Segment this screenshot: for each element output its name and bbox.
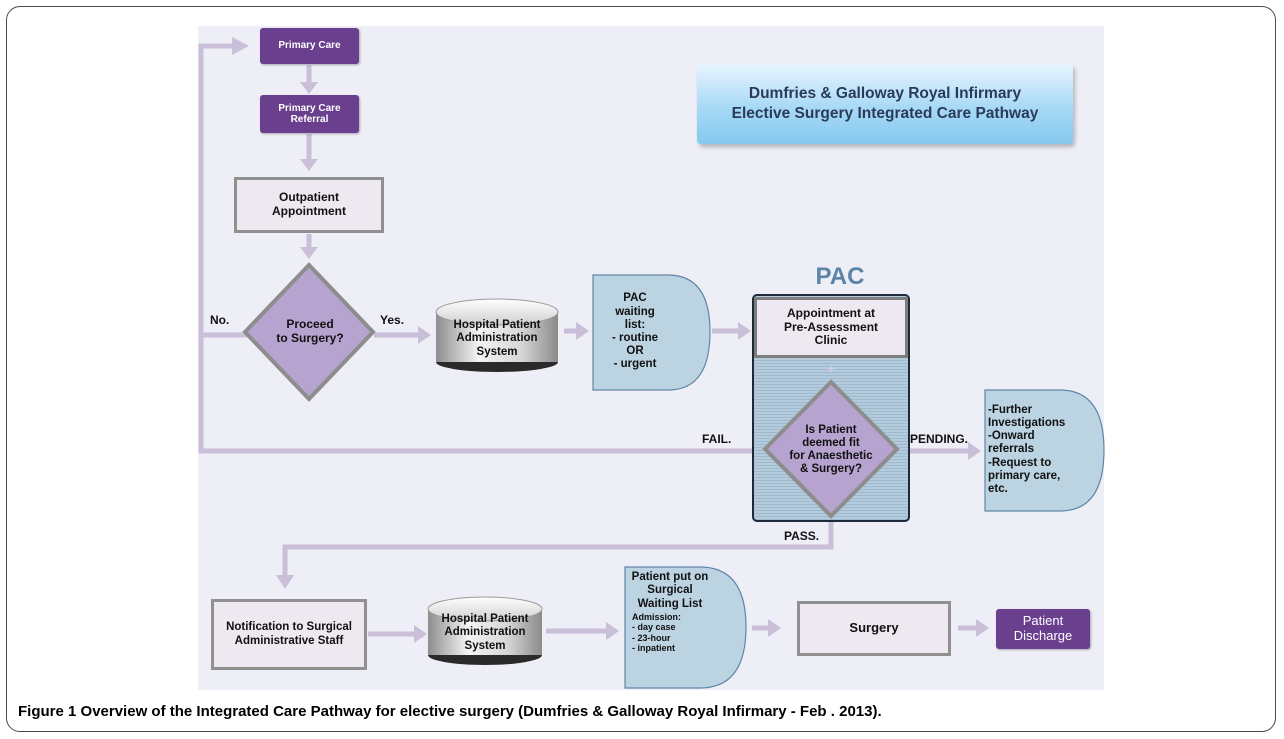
- pac-plus-icon: +: [826, 361, 835, 378]
- patient-discharge-box: Patient Discharge: [996, 609, 1090, 649]
- arrowhead-to-outpatient: [300, 159, 318, 171]
- further-investigations-shape: [984, 389, 1105, 512]
- arrowhead-to-notification: [276, 575, 294, 589]
- fit-diamond: [762, 379, 900, 519]
- pathway-title: Dumfries & Galloway Royal Infirmary Elec…: [697, 64, 1073, 144]
- arrowhead-to-decision: [300, 247, 318, 259]
- arrowhead-to-hpas: [418, 326, 431, 344]
- pac-heading: PAC: [815, 263, 865, 290]
- edge-label-no: No.: [210, 313, 230, 327]
- further-investigations-label: -Further Investigations -Onward referral…: [988, 403, 1066, 496]
- is-patient-fit-label: Is Patient deemed fit for Anaesthetic & …: [789, 423, 873, 476]
- pass-line: [282, 521, 834, 577]
- arrowhead-to-pac-list: [576, 322, 589, 340]
- surgery-box: Surgery: [797, 601, 951, 656]
- arrowhead-to-discharge: [976, 619, 989, 637]
- primary-care-referral-box: Primary Care Referral: [260, 95, 359, 133]
- proceed-diamond: [242, 262, 376, 402]
- edge-label-fail: FAIL.: [702, 432, 732, 446]
- database-cylinder-2: [427, 596, 543, 665]
- pac-waiting-list-shape: [592, 274, 711, 391]
- no-loop-line: [198, 43, 248, 338]
- figure-caption-text: Overview of the Integrated Care Pathway …: [76, 703, 882, 720]
- figure-caption: Figure 1 Overview of the Integrated Care…: [18, 703, 1268, 720]
- hpas-2-label: Hospital Patient Administration System: [441, 613, 529, 652]
- surgical-waiting-list-shape: [624, 566, 747, 689]
- arrowhead-to-appointment: [738, 322, 751, 340]
- appointment-pac-box: Appointment at Pre-Assessment Clinic: [754, 297, 908, 358]
- hpas-1-label: Hospital Patient Administration System: [453, 319, 541, 358]
- database-cylinder-1: [435, 298, 559, 372]
- arrowhead-to-waiting: [606, 622, 619, 640]
- arrowhead-to-hpas-2: [414, 625, 427, 643]
- notification-box: Notification to Surgical Administrative …: [211, 599, 367, 670]
- pac-waiting-list-label: PAC waiting list: - routine OR - urgent: [612, 292, 658, 371]
- arrowhead-to-referral: [300, 82, 318, 94]
- surgical-waiting-list-detail: Admission: - day case - 23-hour - inpati…: [632, 612, 682, 654]
- arrowhead-to-surgery: [768, 619, 781, 637]
- outpatient-appointment-box: Outpatient Appointment: [234, 177, 384, 233]
- primary-care-box: Primary Care: [260, 28, 359, 64]
- edge-label-yes: Yes.: [380, 313, 405, 327]
- figure-frame: [6, 6, 1276, 732]
- arrowhead-to-primary-care: [232, 37, 249, 55]
- fail-loop-line: [198, 335, 752, 454]
- arrowheads: [232, 37, 989, 643]
- figure-caption-label: Figure 1: [18, 703, 77, 720]
- edge-label-pass: PASS.: [784, 529, 820, 543]
- edge-label-pending: PENDING.: [910, 432, 969, 446]
- surgical-waiting-list-title: Patient put on Surgical Waiting List: [631, 571, 709, 610]
- arrowhead-to-further: [968, 442, 981, 460]
- proceed-to-surgery-label: Proceed to Surgery?: [276, 317, 344, 345]
